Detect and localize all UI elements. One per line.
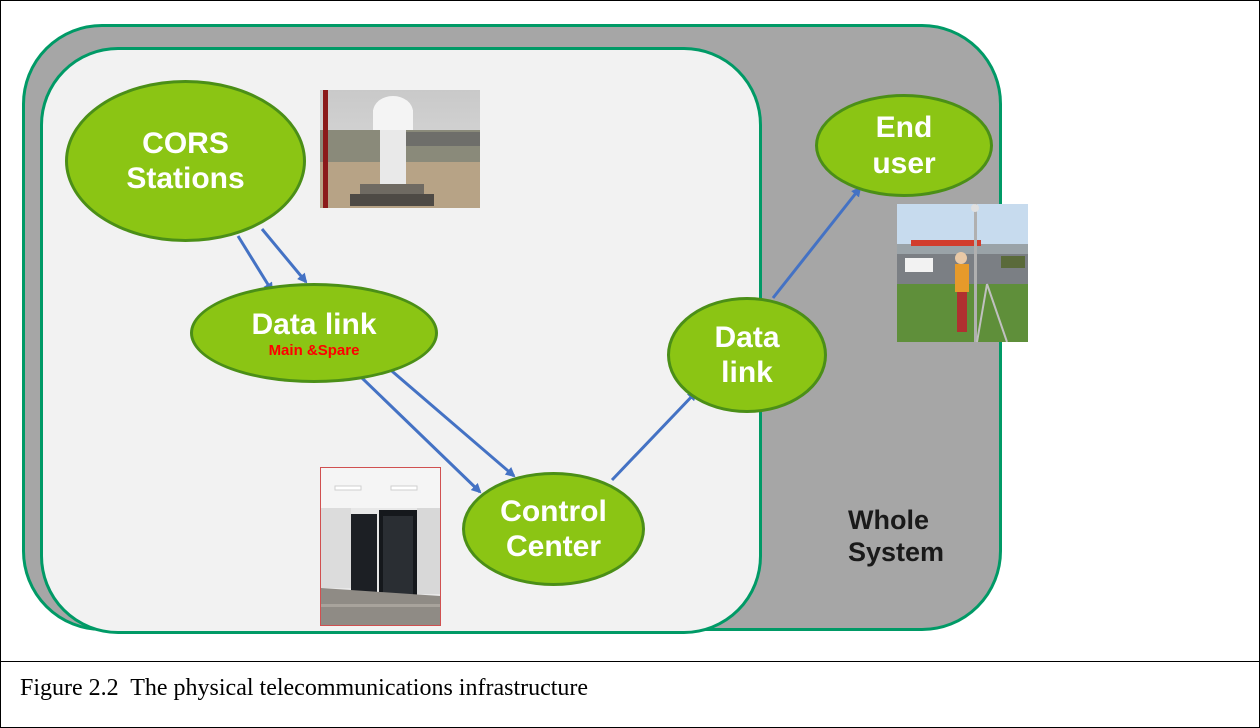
arrow-cors-to-datalink-2 <box>260 228 308 284</box>
caption-divider <box>0 661 1260 662</box>
server-room-photo <box>320 467 441 626</box>
arrow-datalink-to-control-1 <box>360 376 482 494</box>
data-link-main-node: Data link Main &Spare <box>190 283 438 383</box>
arrow-cors-to-datalink-1 <box>236 235 274 293</box>
control-center-line1: Control <box>500 494 607 528</box>
cors-stations-line1: CORS <box>142 126 229 160</box>
surveyor-photo <box>897 204 1028 342</box>
gnss-antenna-photo <box>320 90 480 208</box>
end-user-line1: End <box>875 111 933 145</box>
data-link-main-title: Data link <box>251 307 377 341</box>
data-link-main-subtitle: Main &Spare <box>268 341 360 359</box>
whole-system-line2: System <box>848 536 945 567</box>
control-center-line2: Center <box>505 530 602 563</box>
cors-stations-line2: Stations <box>126 162 245 195</box>
data-link-out-line1: Data <box>714 320 780 354</box>
data-link-out-node: Data link <box>667 297 827 413</box>
arrow-datalink-to-control-2 <box>385 364 516 478</box>
control-center-node: Control Center <box>462 472 645 586</box>
arrow-datalink-to-enduser <box>771 186 862 299</box>
data-link-out-line2: link <box>721 356 773 389</box>
whole-system-label: Whole System <box>848 505 944 569</box>
whole-system-line1: Whole <box>848 505 929 535</box>
arrow-control-to-datalink <box>610 390 698 482</box>
end-user-node: End user <box>815 94 993 197</box>
end-user-line2: user <box>872 146 936 180</box>
figure-caption: Figure 2.2 The physical telecommunicatio… <box>20 675 589 701</box>
cors-stations-node: CORS Stations <box>65 80 306 242</box>
